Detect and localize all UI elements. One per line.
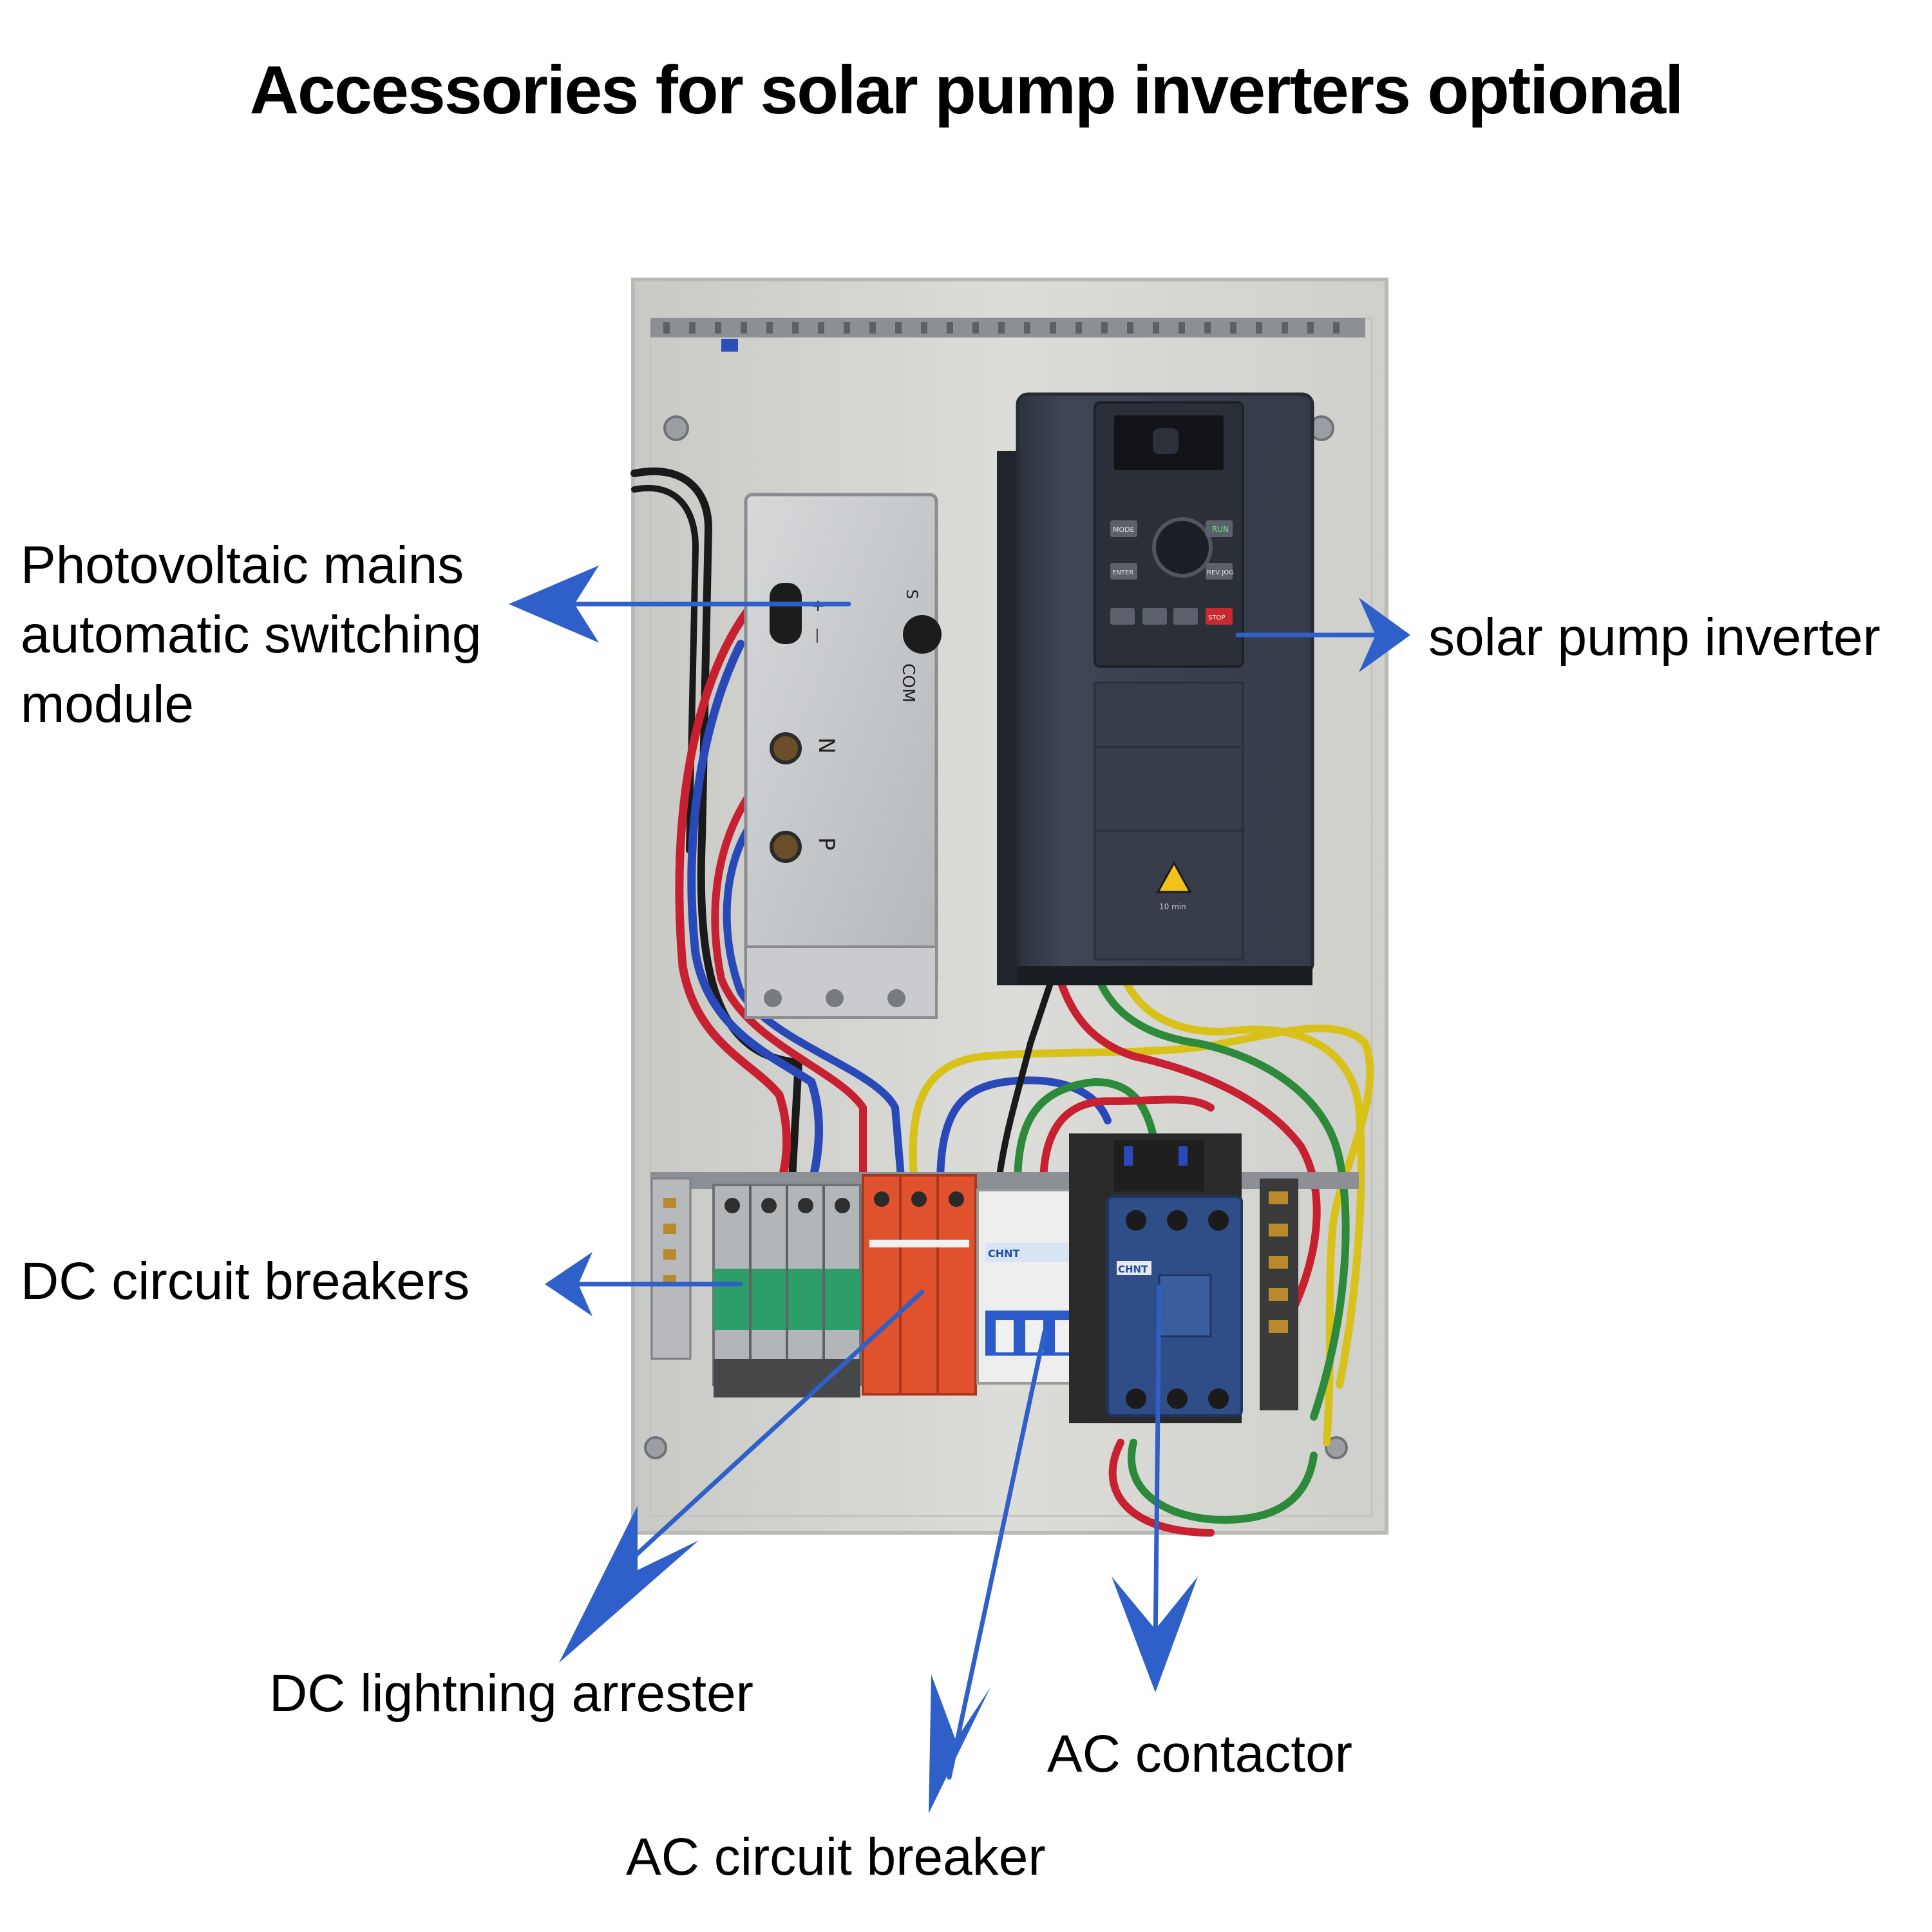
label-dc-lightning-arrester: DC lightning arrester	[269, 1664, 753, 1723]
terminal-s: S	[903, 589, 921, 599]
label-dc-circuit-breakers: DC circuit breakers	[21, 1252, 470, 1311]
solar-pump-inverter: MODE RUN ENTER REV JOG STOP 10 min	[997, 392, 1314, 985]
contactor-brand: CHNT	[1118, 1264, 1148, 1275]
label-solar-pump-inverter: solar pump inverter	[1428, 608, 1880, 667]
btn-enter-label: ENTER	[1112, 569, 1133, 576]
wiring	[630, 467, 1374, 1537]
arrow-ac-breaker	[947, 1329, 1047, 1780]
dc-circuit-breakers	[712, 1184, 862, 1397]
btn-mode-label: MODE	[1113, 526, 1135, 534]
label-pv-line-1: Photovoltaic mains	[21, 536, 464, 594]
arrow-ac-contactor	[1153, 1284, 1162, 1651]
terminal-minus: —	[809, 628, 827, 643]
inverter-warning-text: 10 min	[1159, 902, 1186, 911]
terminal-p: P	[813, 837, 839, 851]
btn-stop-label: STOP	[1208, 614, 1225, 621]
btn-run-label: RUN	[1212, 525, 1229, 534]
ac-contactor: CHNT	[1069, 1133, 1243, 1423]
label-pv-line-2: automatic switching	[21, 605, 482, 664]
callout-arrows	[509, 565, 1410, 1814]
label-pv-line-3: module	[21, 675, 194, 734]
arrow-dc-arrester	[616, 1289, 925, 1574]
page-title: Accessories for solar pump inverters opt…	[249, 52, 1683, 128]
label-ac-contactor: AC contactor	[1047, 1725, 1352, 1783]
pv-switching-module: + — S COM N P	[744, 493, 942, 1019]
terminal-com: COM	[898, 663, 918, 703]
terminal-n: N	[813, 737, 839, 753]
ac-breaker-brand: CHNT	[988, 1247, 1020, 1260]
dc-lightning-arrester	[862, 1174, 977, 1396]
label-pv-switching-module: Photovoltaic mains automatic switching m…	[21, 531, 600, 739]
label-ac-circuit-breaker: AC circuit breaker	[626, 1828, 1046, 1886]
btn-rev-label: REV JOG	[1207, 569, 1234, 576]
